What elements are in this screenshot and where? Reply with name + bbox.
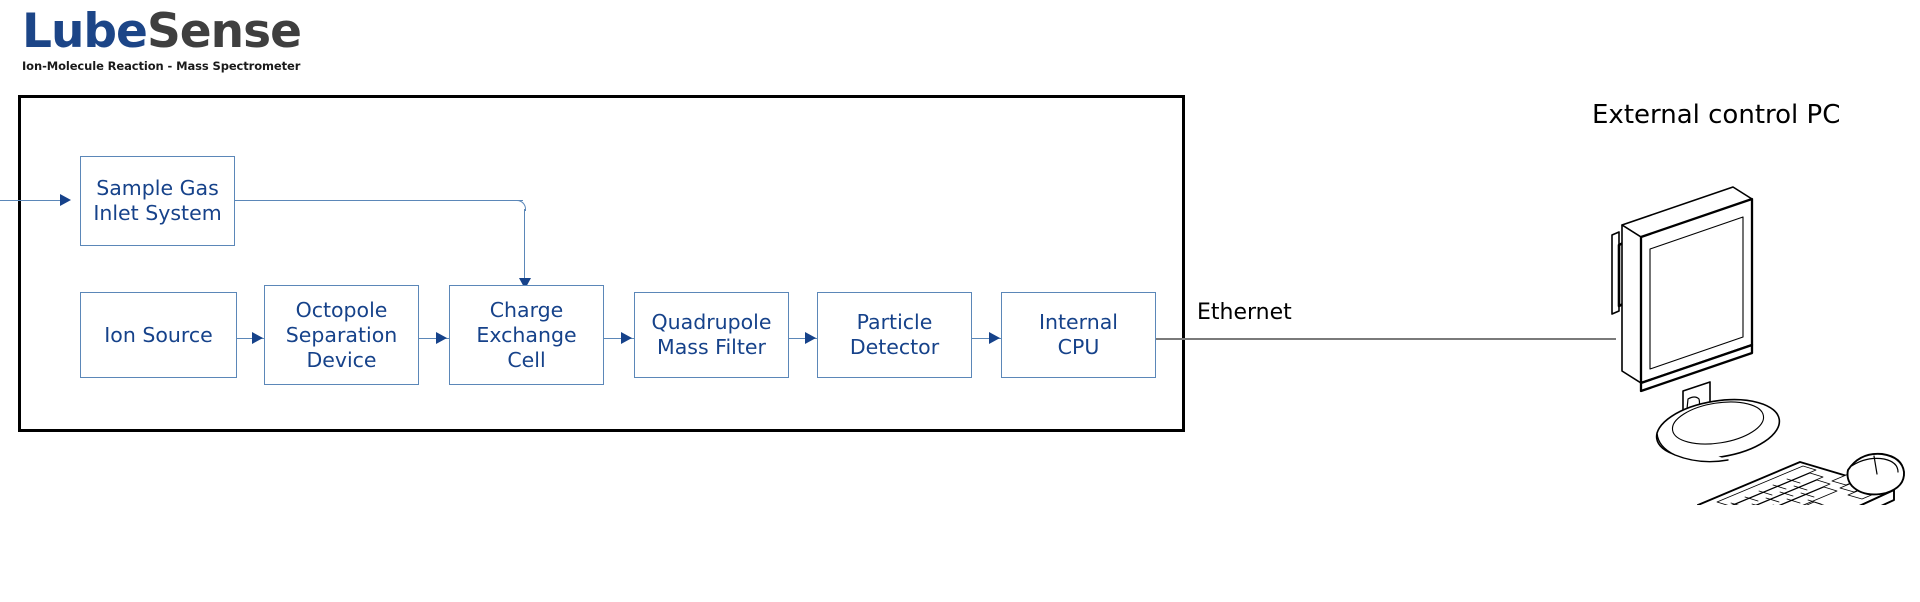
block-octopole-separation-device[interactable]: Octopole Separation Device [264,285,419,385]
block-charge-exchange-cell[interactable]: Charge Exchange Cell [449,285,604,385]
brand-tagline: Ion-Molecule Reaction - Mass Spectromete… [22,59,301,73]
inlet-to-cell-corner [515,200,526,211]
block-internal-cpu[interactable]: Internal CPU [1001,292,1156,378]
brand-secondary-text: Sense [146,4,302,59]
connector-quadrupole-to-detector [789,338,817,340]
block-particle-detector[interactable]: Particle Detector [817,292,972,378]
ethernet-label: Ethernet [1197,300,1292,325]
ethernet-link-line [1156,338,1616,340]
block-sample-gas-inlet-system[interactable]: Sample Gas Inlet System [80,156,235,246]
arrowhead-octopole-to-charge-cell [436,332,447,344]
sample-inlet-feed-arrowhead [60,194,71,206]
monitor-body [1621,186,1754,393]
external-pc-illustration [1600,185,1920,548]
inlet-to-cell-horizontal [235,200,523,202]
brand-logo: LubeSense Ion-Molecule Reaction - Mass S… [22,4,302,74]
brand-primary-text: Lube [22,4,148,59]
mouse [1846,452,1905,496]
block-quadrupole-mass-filter[interactable]: Quadrupole Mass Filter [634,292,789,378]
monitor-base [1655,398,1781,463]
connector-charge-cell-to-quadrupole [604,338,634,340]
arrowhead-ion-source-to-octopole [252,332,263,344]
external-pc-title: External control PC [1592,100,1841,130]
inlet-to-cell-arrowhead [519,278,531,289]
arrowhead-quadrupole-to-detector [805,332,816,344]
connector-detector-to-cpu [972,338,1001,340]
arrowhead-charge-cell-to-quadrupole [621,332,632,344]
connector-ion-source-to-octopole [237,338,264,340]
arrowhead-detector-to-cpu [989,332,1000,344]
inlet-to-cell-vertical [524,209,526,282]
connector-octopole-to-charge-cell [419,338,449,340]
block-ion-source[interactable]: Ion Source [80,292,237,378]
brand-wordmark: LubeSense [22,4,302,59]
sample-inlet-feed-line [0,200,68,202]
